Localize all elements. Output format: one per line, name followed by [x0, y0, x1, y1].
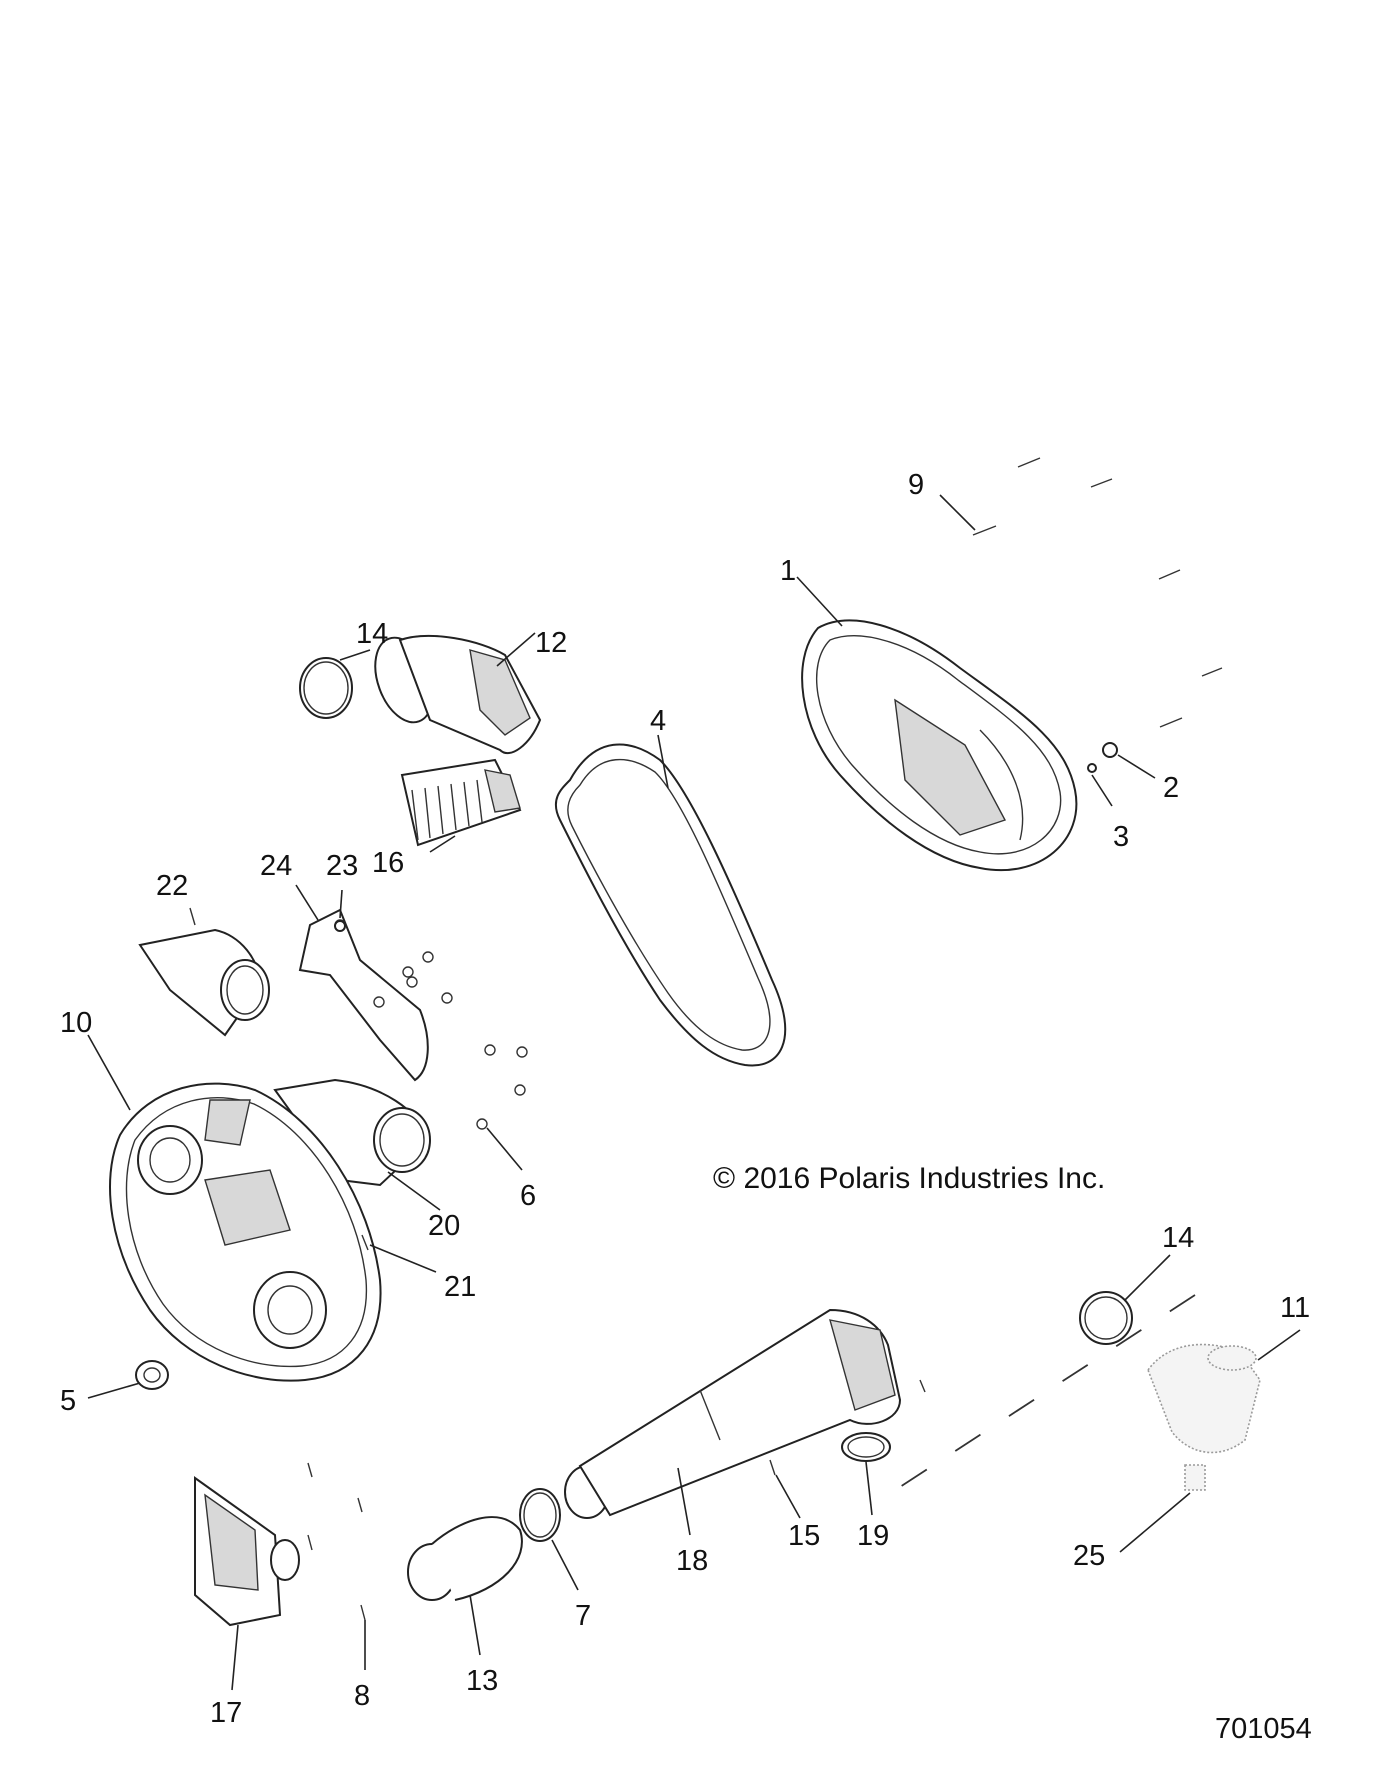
- screw-part-21[interactable]: [361, 1234, 369, 1251]
- outer-clutch-cover[interactable]: [801, 619, 1078, 872]
- callout-15: 15: [788, 1520, 820, 1552]
- figure-number: 701054: [1215, 1713, 1312, 1745]
- intake-tube[interactable]: [564, 1308, 902, 1519]
- exhaust-housing[interactable]: [194, 1476, 300, 1627]
- callout-2: 2: [1163, 772, 1179, 804]
- callout-22: 22: [156, 870, 188, 902]
- hose-clamp-lower[interactable]: [1079, 1291, 1133, 1345]
- callout-10: 10: [60, 1007, 92, 1039]
- callout-18: 18: [676, 1545, 708, 1577]
- callout-4: 4: [650, 705, 666, 737]
- callout-1: 1: [780, 555, 796, 587]
- intake-coupler[interactable]: [407, 1516, 523, 1601]
- callout-13: 13: [466, 1665, 498, 1697]
- screw-part-15[interactable]: [769, 1459, 776, 1476]
- callout-5: 5: [60, 1385, 76, 1417]
- callout-14-lower: 14: [1162, 1222, 1194, 1254]
- routing-line: [879, 1294, 1196, 1501]
- nut-part-23[interactable]: [334, 920, 346, 932]
- callout-12: 12: [535, 627, 567, 659]
- hose-clamp-upper[interactable]: [299, 657, 353, 719]
- intake-duct[interactable]: [365, 630, 542, 755]
- callout-14-upper: 14: [356, 618, 388, 650]
- callout-3: 3: [1113, 821, 1129, 853]
- screw-part-22[interactable]: [189, 907, 196, 926]
- callout-20: 20: [428, 1210, 460, 1242]
- copyright-text: © 2016 Polaris Industries Inc.: [713, 1162, 1105, 1195]
- air-duct-center[interactable]: [273, 1078, 431, 1187]
- inner-clutch-cover[interactable]: [109, 1082, 382, 1382]
- hose-clamp-part-7[interactable]: [519, 1488, 561, 1542]
- callout-9: 9: [908, 469, 924, 501]
- callout-23: 23: [326, 850, 358, 882]
- drive-belt[interactable]: [554, 743, 787, 1067]
- washer-part-3[interactable]: [1087, 763, 1097, 773]
- ghost-part-25[interactable]: [1184, 1464, 1206, 1491]
- callout-17: 17: [210, 1697, 242, 1729]
- seal-part-5[interactable]: [135, 1360, 169, 1390]
- callout-7: 7: [575, 1600, 591, 1632]
- nut-part-2[interactable]: [1102, 742, 1118, 758]
- callout-6: 6: [520, 1180, 536, 1212]
- callout-8: 8: [354, 1680, 370, 1712]
- air-duct-upper[interactable]: [138, 928, 270, 1037]
- callout-24: 24: [260, 850, 292, 882]
- vent-grille[interactable]: [400, 758, 522, 847]
- callout-16: 16: [372, 847, 404, 879]
- callout-21: 21: [444, 1271, 476, 1303]
- duct-baffle[interactable]: [298, 908, 429, 1082]
- callout-25: 25: [1073, 1540, 1105, 1572]
- callout-11: 11: [1280, 1292, 1310, 1324]
- screw-group-8[interactable]: [307, 1462, 366, 1621]
- bolt-group-9[interactable]: [972, 457, 1223, 728]
- callout-19: 19: [857, 1520, 889, 1552]
- intake-boot[interactable]: [1147, 1343, 1261, 1454]
- fastener-group-6[interactable]: [373, 951, 528, 1130]
